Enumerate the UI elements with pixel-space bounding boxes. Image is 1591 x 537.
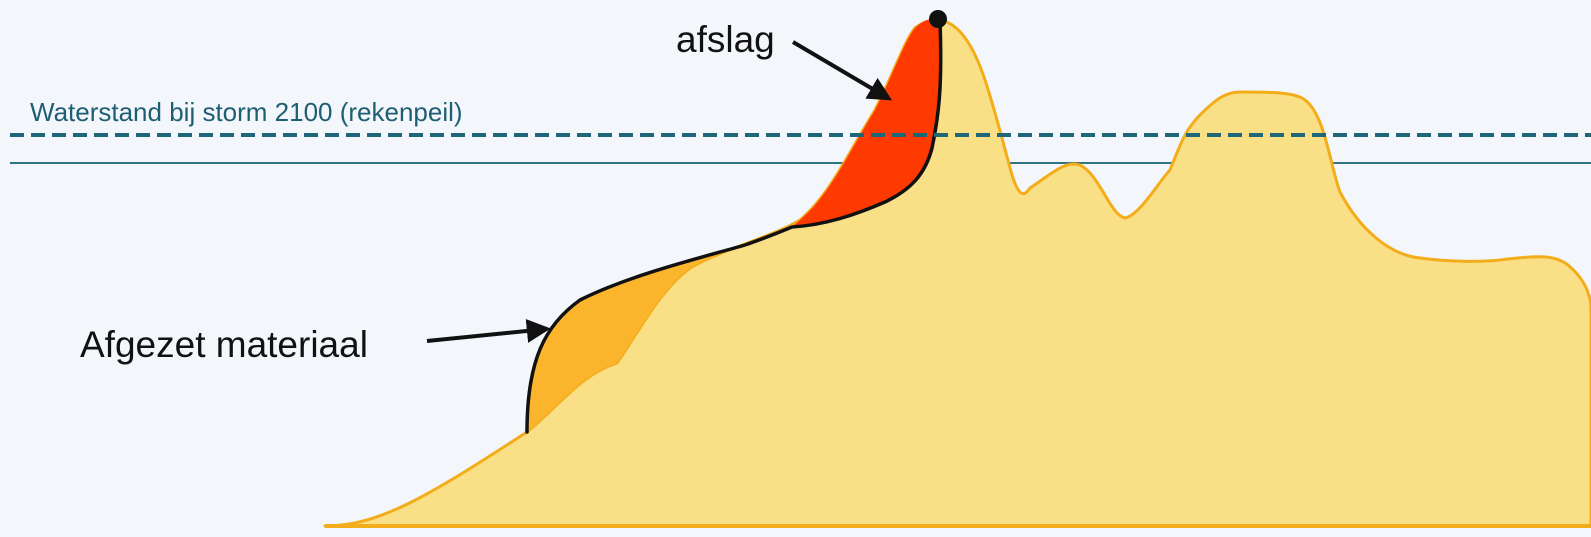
dune-profile	[323, 18, 1591, 528]
erosion-arrow	[791, 40, 893, 101]
deposition-arrow	[426, 318, 551, 343]
deposition-area	[527, 227, 792, 432]
deposition-label: Afgezet materiaal	[80, 324, 368, 365]
erosion-label: afslag	[676, 19, 775, 60]
storm-level-label: Waterstand bij storm 2100 (rekenpeil)	[30, 97, 463, 127]
erosion-area	[792, 19, 941, 227]
dune-crest-point	[929, 10, 947, 28]
post-storm-profile-line	[525, 18, 943, 434]
